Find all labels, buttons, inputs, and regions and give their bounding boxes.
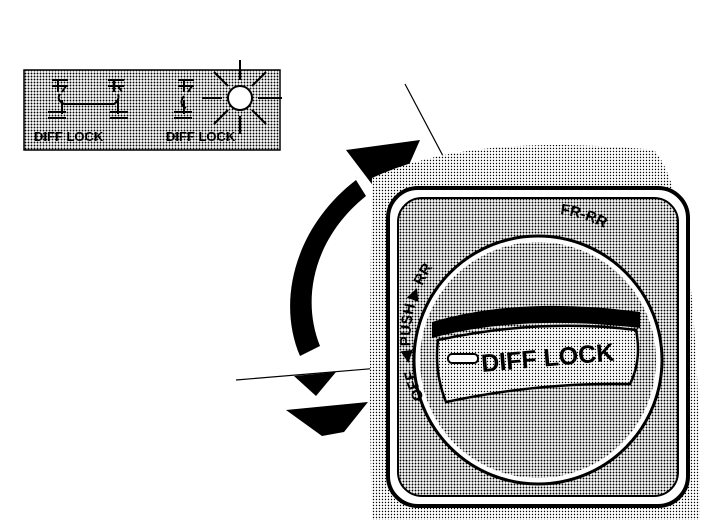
illuminated-lamp-icon bbox=[202, 60, 282, 134]
rotary-knob[interactable]: DIFF LOCK bbox=[412, 234, 664, 486]
drivetrain-icon bbox=[174, 79, 194, 119]
indicator-panel: DIFF LOCK DIFF LOCK bbox=[23, 60, 282, 151]
position-push-label: PUSH bbox=[397, 302, 419, 346]
knob-grip[interactable] bbox=[435, 324, 640, 404]
pointer-mark bbox=[447, 353, 479, 364]
drivetrain-icon bbox=[48, 79, 128, 119]
indicator-left-label: DIFF LOCK bbox=[34, 129, 104, 144]
indicator-right-label: DIFF LOCK bbox=[166, 129, 236, 144]
